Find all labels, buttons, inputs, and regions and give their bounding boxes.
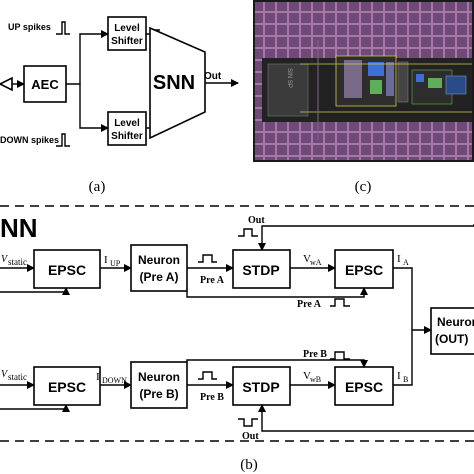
down-spikes-label: DOWN spikes — [0, 135, 59, 145]
epsc-upstream-bottom — [33, 366, 101, 406]
v-static-bottom-label: static — [8, 372, 27, 382]
pre-b-label: Pre B — [200, 392, 224, 403]
neuron-out-line1: Neuron — [437, 315, 474, 329]
out-top-pulse-icon — [238, 228, 258, 237]
pre-a-feedback-label: Pre A — [297, 299, 322, 310]
epsc-upstream-top-label: EPSC — [48, 262, 86, 278]
level-shifter-top-line1: Level — [114, 23, 140, 34]
neuron-pre-b — [130, 361, 188, 409]
stdp-top-label: STDP — [242, 262, 279, 278]
stdp-bottom — [232, 366, 291, 406]
caption-c: (c) — [355, 179, 372, 195]
snn-block — [149, 26, 206, 140]
chip-label: SIN SP — [286, 68, 292, 88]
pre-b-feedback-pulse-icon — [330, 351, 350, 360]
epsc-downstream-bottom-label: EPSC — [345, 379, 383, 395]
out-bottom-label: Out — [242, 431, 259, 442]
snn-out-label: Out — [204, 71, 222, 82]
i-up-sub: UP — [110, 259, 121, 268]
pre-a-pulse-icon — [198, 254, 217, 263]
ia-sub: A — [403, 258, 409, 267]
neuron-pre-a-line1: Neuron — [138, 253, 180, 267]
ia-label: I — [397, 253, 401, 265]
level-shifter-bottom — [107, 111, 147, 146]
pre-a-feedback-pulse-icon — [330, 298, 350, 307]
panel-a: AEC UP spikes DOWN spikes Level Shifter … — [0, 16, 239, 195]
panel-b: NN V static EPSC I UP Neuron (Pre A) Pre… — [0, 205, 474, 473]
i-down-label: I — [96, 371, 100, 383]
pre-b-pulse-icon — [198, 371, 217, 380]
stdp-top — [232, 249, 291, 289]
i-up-label: I — [104, 254, 108, 266]
snn-title: NN — [0, 213, 38, 243]
out-top-label: Out — [248, 215, 265, 226]
out-bottom-pulse-icon — [238, 418, 258, 427]
up-spikes-label: UP spikes — [8, 22, 51, 32]
level-shifter-bottom-line2: Shifter — [111, 131, 143, 142]
neuron-pre-a — [130, 244, 188, 292]
input-sensor-icon — [0, 76, 13, 92]
aec-label: AEC — [31, 77, 59, 92]
stdp-bottom-label: STDP — [242, 379, 279, 395]
caption-a: (a) — [89, 179, 106, 195]
pre-b-feedback-label: Pre B — [303, 349, 327, 360]
vwb-sub: wB — [310, 375, 321, 384]
pre-a-label: Pre A — [200, 275, 225, 286]
epsc-upstream-top — [33, 249, 101, 289]
ib-sub: B — [403, 375, 408, 384]
v-static-bottom-mark: V — [1, 369, 9, 380]
down-spike-pulse-icon — [56, 133, 70, 147]
caption-b: (b) — [240, 457, 258, 473]
level-shifter-bottom-line1: Level — [114, 118, 140, 129]
neuron-pre-b-line2: (Pre B) — [139, 387, 178, 401]
epsc-upstream-bottom-label: EPSC — [48, 379, 86, 395]
level-shifter-top-line2: Shifter — [111, 36, 143, 47]
vwa-sub: wA — [310, 258, 322, 267]
snn-label: SNN — [153, 72, 195, 94]
neuron-pre-b-line1: Neuron — [138, 370, 180, 384]
v-static-top-label: static — [8, 257, 27, 267]
v-static-top-mark: V — [1, 254, 9, 265]
neuron-out — [430, 307, 474, 355]
neuron-pre-a-line2: (Pre A) — [140, 270, 179, 284]
panel-c: SIN SP (c) — [253, 0, 474, 195]
ib-label: I — [397, 370, 401, 382]
neuron-out-line2: (OUT) — [435, 332, 468, 346]
i-down-sub: DOWN — [102, 376, 127, 385]
vwb-label: V — [303, 370, 311, 382]
epsc-downstream-top-label: EPSC — [345, 262, 383, 278]
vwa-label: V — [303, 253, 311, 265]
up-spike-pulse-icon — [56, 21, 70, 35]
